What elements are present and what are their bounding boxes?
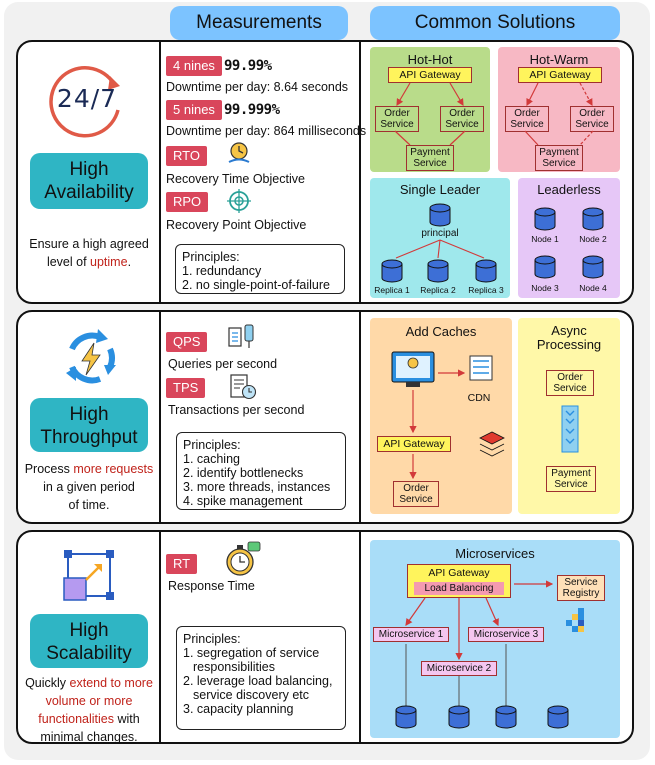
hot-warm-payment: Payment Service <box>535 145 583 171</box>
hot-hot-payment: Payment Service <box>406 145 454 171</box>
tag-qps: QPS <box>166 332 208 352</box>
async-payment-service: Payment Service <box>546 466 596 492</box>
single-leader-diagram <box>381 203 497 283</box>
node-2-label: Node 2 <box>579 234 607 244</box>
registry-blocks-icon <box>566 608 584 632</box>
async-order-service: Order Service <box>546 370 594 396</box>
throughput-description: Process more requests in a given period … <box>24 462 154 512</box>
value-4-nines: 99.99% <box>224 58 272 74</box>
leaderless-panel <box>518 178 620 298</box>
caches-gateway: API Gateway <box>377 436 451 452</box>
label-5-nines: Downtime per day: 864 milliseconds <box>166 124 367 138</box>
scalability-principles: Principles: 1. segregation of service re… <box>176 626 346 730</box>
micro-gateway-label: API Gateway <box>428 567 490 579</box>
tag-5-nines: 5 nines <box>166 100 222 120</box>
replica-3-label: Replica 3 <box>468 285 504 295</box>
node-1-label: Node 1 <box>531 234 559 244</box>
load-balancing-label: Load Balancing <box>414 582 504 595</box>
replica-1-label: Replica 1 <box>374 285 410 295</box>
tag-rpo: RPO <box>166 192 209 212</box>
response-time-icon <box>226 541 261 576</box>
node-4-label: Node 4 <box>579 283 607 293</box>
microservices-diagram <box>395 580 569 729</box>
label-rpo: Recovery Point Objective <box>166 218 307 232</box>
hot-warm-gateway: API Gateway <box>518 67 602 83</box>
availability-principles: Principles: 1. redundancy 2. no single-p… <box>175 244 345 294</box>
node-3-label: Node 3 <box>531 283 559 293</box>
add-caches-diagram <box>391 351 505 480</box>
tag-tps: TPS <box>166 378 206 398</box>
replica-2-label: Replica 2 <box>420 285 456 295</box>
label-rto: Recovery Time Objective <box>166 172 305 186</box>
add-caches-title: Add Caches <box>405 324 477 339</box>
cdn-label: CDN <box>467 392 491 404</box>
hot-warm-order-1: Order Service <box>505 106 549 132</box>
label-tps: Transactions per second <box>168 403 305 417</box>
hot-hot-arrows <box>394 82 466 146</box>
hot-hot-order-2: Order Service <box>440 106 484 132</box>
message-queue-icon <box>561 405 579 453</box>
single-leader-title: Single Leader <box>399 182 481 197</box>
service-registry: Service Registry <box>557 575 605 601</box>
tag-rt: RT <box>166 554 198 574</box>
solutions-header: Common Solutions <box>370 6 620 40</box>
tag-rto: RTO <box>166 146 207 166</box>
transactions-icon <box>230 374 257 400</box>
measurements-header: Measurements <box>170 6 348 40</box>
throughput-cycle-icon <box>66 329 116 384</box>
microservice-1: Microservice 1 <box>373 627 449 642</box>
label-rt: Response Time <box>168 579 255 593</box>
leaderless-diagram <box>534 207 604 279</box>
recovery-time-icon <box>228 142 250 163</box>
value-5-nines: 99.999% <box>224 102 280 118</box>
hot-warm-arrows <box>524 82 594 146</box>
clock-24-7-text: 24/7 <box>56 84 118 113</box>
caches-order-service: Order Service <box>393 481 439 507</box>
hot-hot-order-1: Order Service <box>375 106 419 132</box>
scalability-description: Quickly extend to more volume or more fu… <box>25 676 153 744</box>
clock-24-7-icon <box>49 66 120 138</box>
label-4-nines: Downtime per day: 8.64 seconds <box>166 80 349 94</box>
tag-4-nines: 4 nines <box>166 56 222 76</box>
hot-hot-title: Hot-Hot <box>407 52 453 67</box>
availability-description: Ensure a high agreed level of uptime. <box>29 237 149 269</box>
hot-hot-gateway: API Gateway <box>388 67 472 83</box>
principal-label: principal <box>421 228 459 239</box>
leaderless-title: Leaderless <box>537 182 601 197</box>
microservice-3: Microservice 3 <box>468 627 544 642</box>
throughput-principles: Principles: 1. caching 2. identify bottl… <box>176 432 346 510</box>
hot-warm-title: Hot-Warm <box>529 52 589 67</box>
queries-icon <box>228 324 254 348</box>
microservice-2: Microservice 2 <box>421 661 497 676</box>
microservices-title: Microservices <box>455 546 535 561</box>
scalability-resize-icon <box>63 550 114 601</box>
label-qps: Queries per second <box>168 357 278 371</box>
recovery-point-icon <box>227 189 251 213</box>
